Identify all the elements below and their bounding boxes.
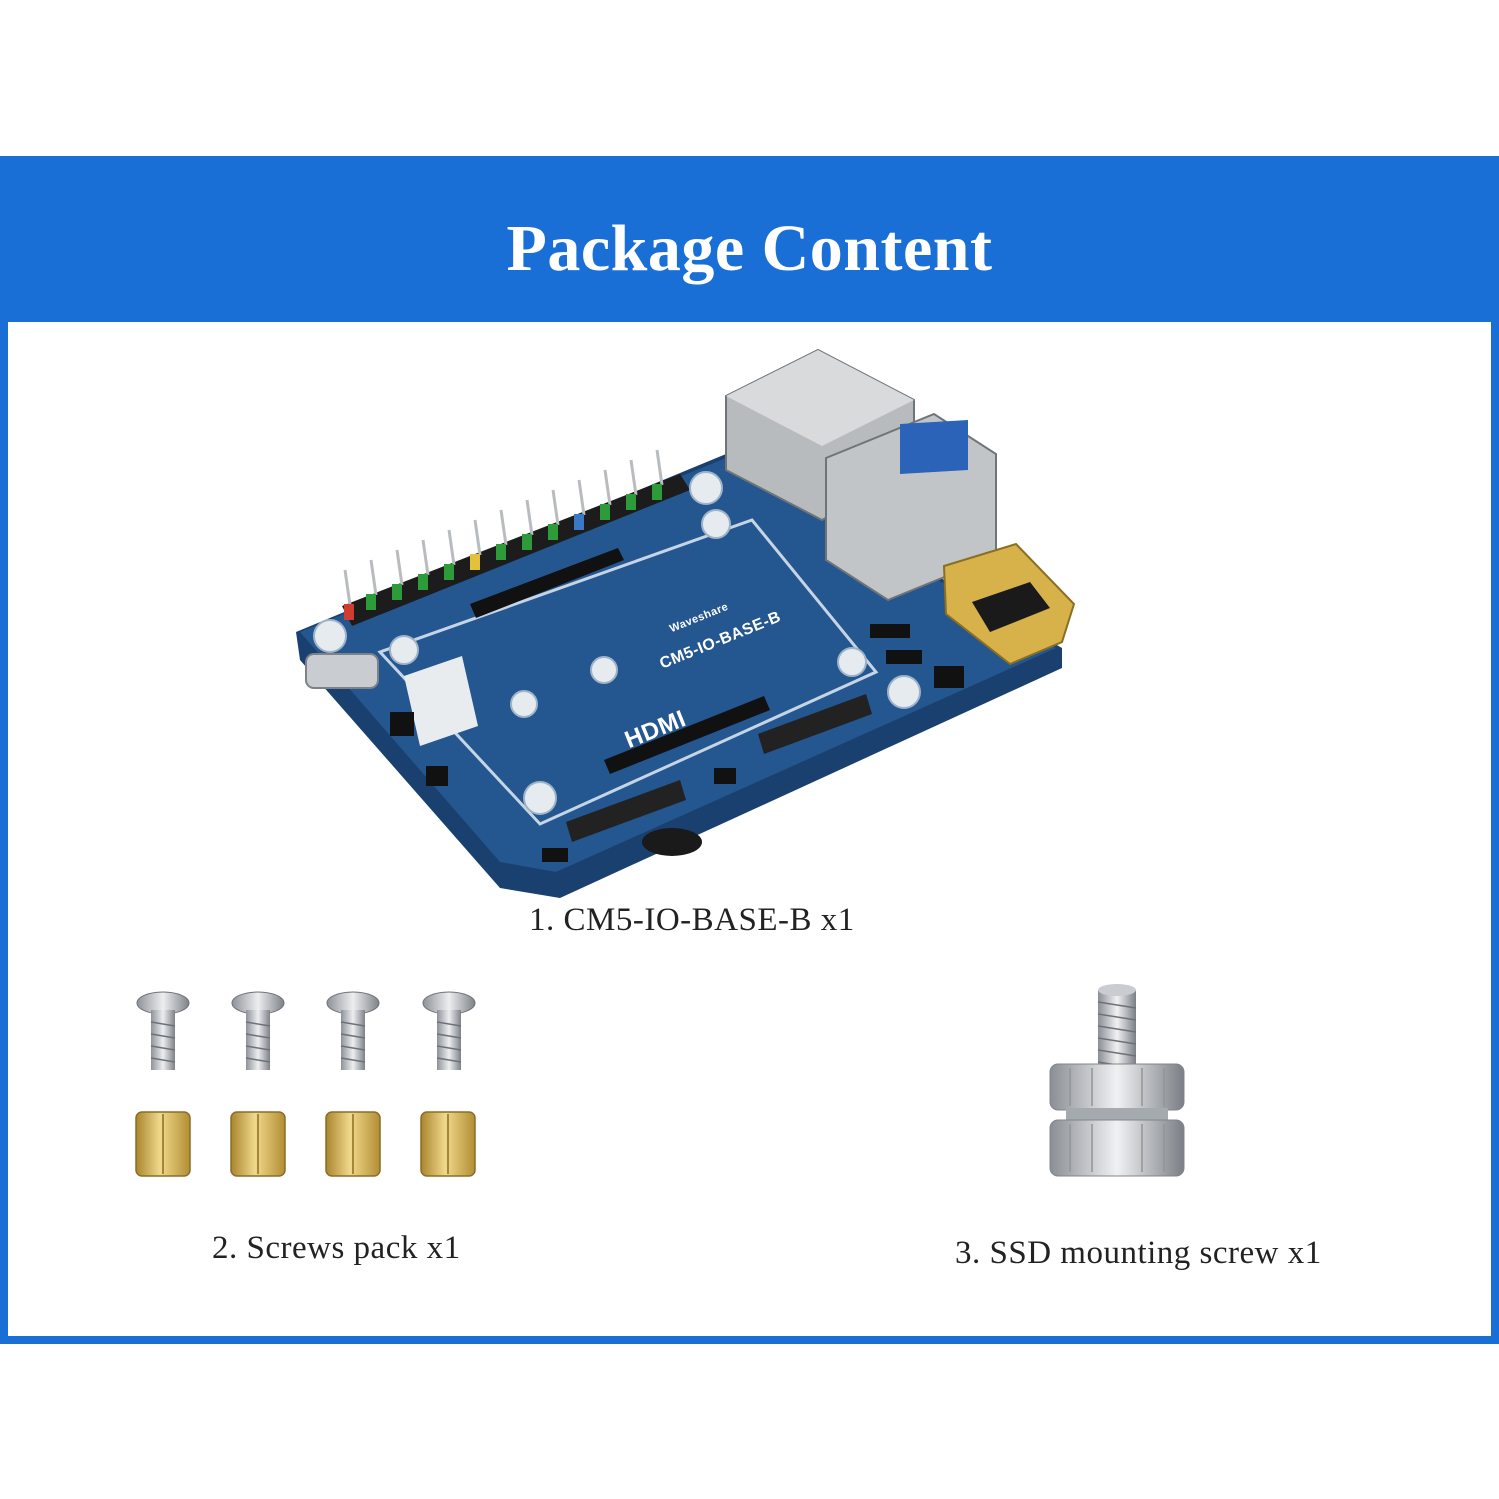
title-banner: Package Content	[8, 164, 1491, 322]
item-caption-board: 1. CM5-IO-BASE-B x1	[529, 902, 855, 938]
item-caption-ssd-screw: 3. SSD mounting screw x1	[955, 1235, 1322, 1271]
page-title: Package Content	[506, 212, 993, 285]
item-caption-screws: 2. Screws pack x1	[212, 1230, 461, 1266]
package-content-frame: Package Content	[0, 156, 1499, 1344]
